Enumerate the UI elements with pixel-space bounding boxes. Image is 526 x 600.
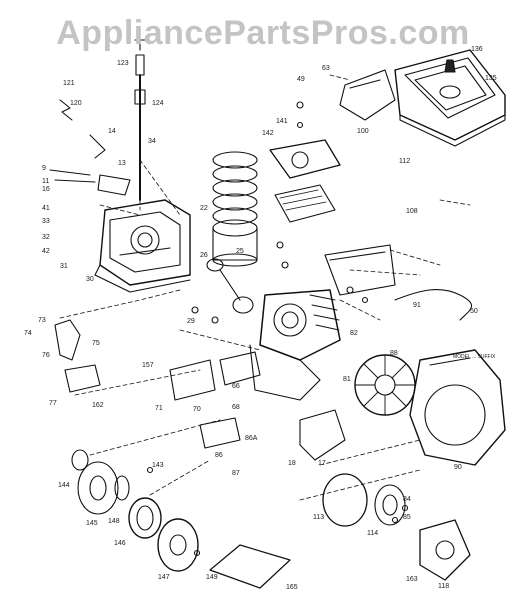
- part-label: 121: [63, 80, 75, 87]
- flywheel: [354, 354, 416, 416]
- gasket-set: [169, 351, 261, 449]
- heat-shield: [299, 409, 346, 461]
- part-label: 144: [58, 482, 70, 489]
- part-label: 70: [193, 406, 201, 413]
- part-label: 41: [42, 205, 50, 212]
- part-label: 85: [403, 514, 411, 521]
- carburetor: [419, 519, 471, 581]
- linkage-springs: [49, 99, 131, 196]
- part-label: 163: [406, 576, 418, 583]
- part-label: 136: [471, 46, 483, 53]
- part-label: 90: [454, 464, 462, 471]
- part-label: 32: [42, 234, 50, 241]
- part-label: 49: [297, 76, 305, 83]
- part-label: 11: [42, 178, 50, 185]
- part-label: 87: [232, 470, 240, 477]
- part-label: 14: [108, 128, 116, 135]
- part-label: 30: [86, 276, 94, 283]
- part-label: 71: [155, 405, 163, 412]
- part-label: 18: [288, 460, 296, 467]
- part-label: 113: [313, 514, 325, 521]
- part-label: 84: [403, 496, 411, 503]
- engine-block: [249, 289, 341, 401]
- blower-housing: [324, 244, 396, 296]
- part-label: 112: [399, 158, 411, 165]
- part-label: 74: [24, 330, 32, 337]
- part-label: 73: [38, 317, 46, 324]
- part-label: 33: [42, 218, 50, 225]
- part-label: 63: [322, 65, 330, 72]
- part-label: 29: [187, 318, 195, 325]
- part-label: 162: [92, 402, 104, 409]
- crankcase-block: [94, 199, 191, 293]
- piston-rings: [212, 151, 258, 267]
- part-label: 86A: [245, 435, 258, 442]
- part-label: 25: [236, 248, 244, 255]
- part-label: 86: [215, 452, 223, 459]
- part-label: 157: [142, 362, 154, 369]
- engine-shroud: [409, 349, 506, 466]
- part-label: 42: [42, 248, 50, 255]
- part-label: 91: [413, 302, 421, 309]
- part-label: 141: [276, 118, 288, 125]
- starter-assembly: [71, 449, 199, 572]
- part-label: 50: [470, 308, 478, 315]
- part-label: 34: [148, 138, 156, 145]
- air-cleaner-housing: [394, 49, 506, 147]
- part-label: 147: [158, 574, 170, 581]
- part-label: 135: [485, 75, 497, 82]
- part-label: 145: [86, 520, 98, 527]
- part-label: 66: [232, 383, 240, 390]
- part-label: 118: [438, 583, 450, 590]
- part-label: 143: [152, 462, 164, 469]
- shroud-note: MODEL ... SUFFIX: [453, 354, 496, 360]
- part-label: 26: [200, 252, 208, 259]
- connecting-rod: [206, 258, 254, 314]
- part-label: 9: [42, 165, 46, 172]
- part-label: 114: [367, 530, 379, 537]
- part-label: 13: [118, 160, 126, 167]
- oil-fill-tube: [134, 39, 146, 201]
- cylinder-head: [269, 139, 341, 223]
- part-label: 82: [350, 330, 358, 337]
- part-label: 100: [357, 128, 369, 135]
- part-label: 68: [232, 404, 240, 411]
- part-label: 76: [42, 352, 50, 359]
- part-label: 148: [108, 518, 120, 525]
- owners-manual: [209, 544, 291, 589]
- part-label: 146: [114, 540, 126, 547]
- part-label: 81: [343, 376, 351, 383]
- part-label: 142: [262, 130, 274, 137]
- part-label: 165: [286, 584, 298, 591]
- part-label: 75: [92, 340, 100, 347]
- watermark-text: AppliancePartsPros.com: [56, 14, 470, 52]
- part-label: 88: [390, 350, 398, 357]
- part-label: 124: [152, 100, 164, 107]
- part-label: 123: [117, 60, 129, 67]
- ignition-wire: [394, 289, 472, 321]
- part-label: 31: [60, 263, 68, 270]
- part-label: 149: [206, 574, 218, 581]
- fuel-line-parts: [54, 319, 101, 393]
- part-label: 108: [406, 208, 418, 215]
- part-label: 77: [49, 400, 57, 407]
- part-label: 120: [70, 100, 82, 107]
- part-label: 17: [318, 460, 326, 467]
- part-label: 16: [42, 186, 50, 193]
- part-label: 22: [200, 205, 208, 212]
- bracket-100: [339, 69, 396, 121]
- fasteners: [146, 101, 409, 557]
